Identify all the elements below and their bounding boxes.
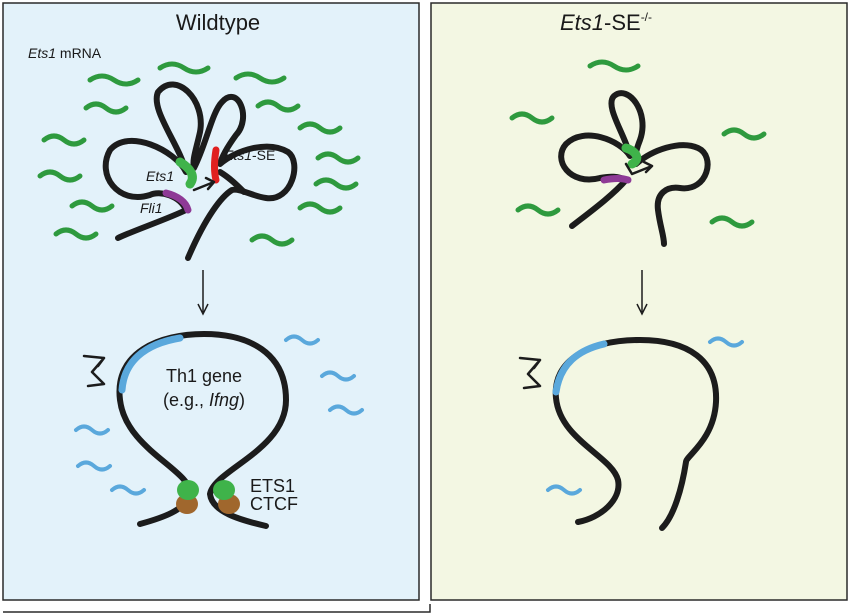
left-down-arrow-head [197,303,209,316]
ets1-super-enhancer [211,146,220,184]
ets1-protein-right [213,480,235,500]
knockout-ets1-transcription-arrow [624,160,654,176]
knockout-th1-mrna-1 [708,336,744,348]
knockout-fli1-locus [600,175,632,184]
knockout-ets1-locus [621,143,642,169]
th1-transcription-arrow [82,354,106,388]
wildtype-title: Wildtype [176,10,260,35]
knockout-title: Ets1-SE-/- [560,10,652,35]
th1-gene-segment [118,334,184,394]
fli1-gene-label: Fli1 [140,200,163,216]
ets1-gene-label: Ets1 [146,168,174,184]
ets1-mrna-label: Ets1 mRNA [28,45,102,61]
wildtype-chromatin-fold [102,81,298,261]
knockout-th1-mrna-2 [546,484,582,496]
ets1-locus [175,157,197,189]
knockout-panel-background [430,2,848,601]
th1-gene-label: Th1 gene [166,366,242,386]
ets1-transcription-arrow [192,176,216,192]
ets1-protein-left [177,480,199,500]
fli1-locus [162,189,192,214]
super-enhancer-label: Ets1-SE [224,147,275,163]
right-down-arrow-head [636,303,648,316]
th1-gene-example-label: (e.g., Ifng) [163,390,245,410]
wildtype-panel-background [2,2,420,601]
frame-fragment [3,604,431,613]
knockout-panel: Ets1-SE-/- [430,2,848,601]
knockout-th1-transcription-arrow [518,356,542,390]
ets1-protein-label: ETS1 [250,476,295,496]
th1-mrna-transcripts [74,334,364,496]
ctcf-protein-label: CTCF [250,494,298,514]
knockout-chromatin-fold [558,90,711,247]
ets1-mrna-transcripts [37,61,361,247]
knockout-th1-loop [552,337,720,531]
knockout-ets1-mrna-transcripts [509,59,767,229]
wildtype-panel: Wildtype Ets1 mRNA [2,2,420,601]
knockout-th1-gene-segment [552,340,608,396]
